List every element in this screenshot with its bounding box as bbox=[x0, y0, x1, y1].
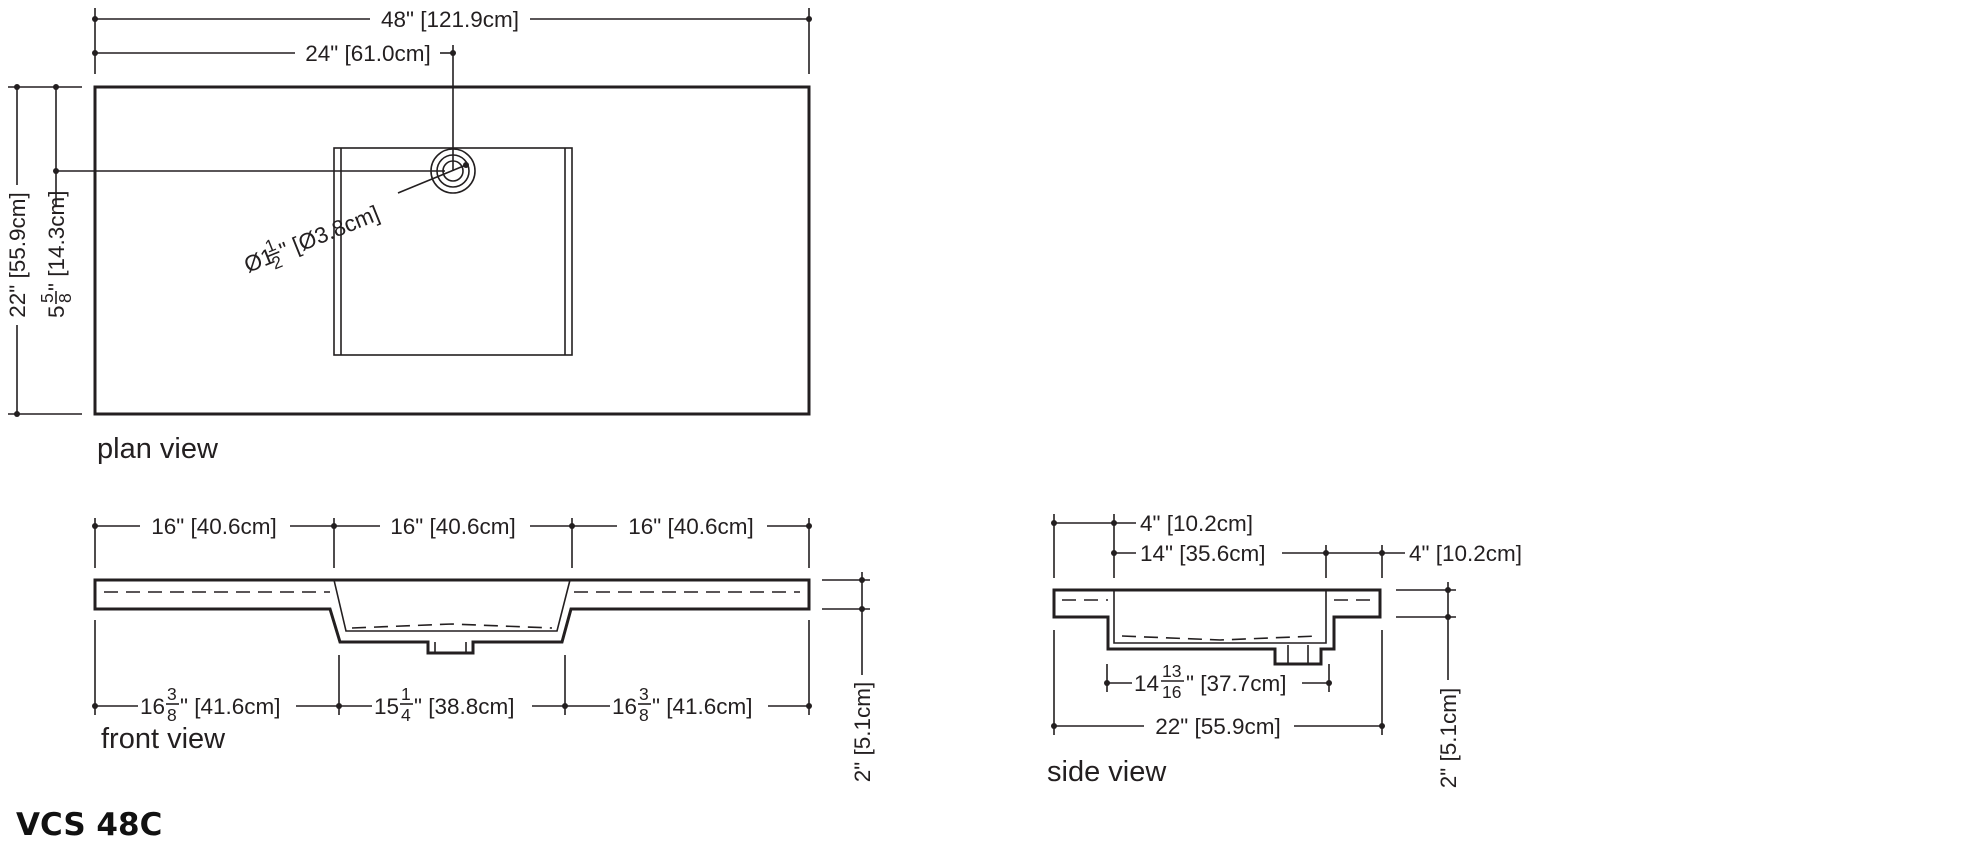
basin-outline bbox=[333, 147, 573, 356]
svg-text:" [37.7cm]: " [37.7cm] bbox=[1186, 671, 1287, 696]
svg-text:4: 4 bbox=[401, 705, 411, 725]
depth-dim: 22" [55.9cm] bbox=[5, 192, 30, 318]
side-view: 4" [10.2cm] 14" [35.6cm] 4" [10.2cm] 14 … bbox=[1047, 511, 1522, 788]
svg-text:8: 8 bbox=[55, 293, 75, 303]
model-title: VCS 48C bbox=[16, 807, 162, 843]
svg-text:3: 3 bbox=[639, 684, 649, 704]
side-overall-depth-dim: 22" [55.9cm] bbox=[1155, 714, 1281, 739]
side-front-offset-dim: 4" [10.2cm] bbox=[1409, 541, 1522, 566]
front-top-right-dim: 16" [40.6cm] bbox=[628, 514, 754, 539]
side-bowl-bottom-dim: 14 13 16 " [37.7cm] bbox=[1134, 661, 1287, 702]
svg-text:16: 16 bbox=[140, 694, 165, 719]
svg-text:3: 3 bbox=[167, 684, 177, 704]
front-top-left-dim: 16" [40.6cm] bbox=[151, 514, 277, 539]
svg-text:13: 13 bbox=[1162, 661, 1181, 681]
drain-from-back-dim: 5 5 8 " [14.3cm] bbox=[37, 190, 75, 318]
side-bowl-width-dim: 14" [35.6cm] bbox=[1140, 541, 1266, 566]
front-bottom-left-dim: 16 3 8 " [41.6cm] bbox=[140, 684, 281, 725]
svg-text:16: 16 bbox=[1162, 682, 1181, 702]
drain-diameter-dim: Ø1 1 2 " [Ø3.8cm] bbox=[241, 201, 383, 278]
svg-text:16: 16 bbox=[612, 694, 637, 719]
front-bottom-right-dim: 16 3 8 " [41.6cm] bbox=[612, 684, 753, 725]
svg-text:8: 8 bbox=[167, 705, 177, 725]
svg-text:" [14.3cm]: " [14.3cm] bbox=[44, 190, 69, 291]
front-view: 16" [40.6cm] 16" [40.6cm] 16" [40.6cm] 1… bbox=[92, 511, 875, 782]
side-back-offset-dim: 4" [10.2cm] bbox=[1140, 511, 1253, 536]
svg-text:" [41.6cm]: " [41.6cm] bbox=[652, 694, 753, 719]
front-profile bbox=[93, 578, 811, 655]
plan-view-label: plan view bbox=[97, 433, 219, 465]
overall-width-dim: 48" [121.9cm] bbox=[381, 7, 519, 32]
svg-text:14: 14 bbox=[1134, 671, 1159, 696]
drain-offset-dim: 24" [61.0cm] bbox=[305, 41, 431, 66]
svg-text:1: 1 bbox=[401, 684, 411, 704]
svg-text:" [38.8cm]: " [38.8cm] bbox=[414, 694, 515, 719]
front-top-center-dim: 16" [40.6cm] bbox=[390, 514, 516, 539]
svg-text:" [Ø3.8cm]: " [Ø3.8cm] bbox=[276, 201, 383, 264]
front-bottom-center-dim: 15 1 4 " [38.8cm] bbox=[374, 684, 515, 725]
front-view-label: front view bbox=[101, 723, 226, 755]
svg-text:5: 5 bbox=[37, 293, 57, 303]
side-thickness-dim: 2" [5.1cm] bbox=[1436, 688, 1461, 789]
side-profile bbox=[1052, 588, 1382, 666]
plan-view: 48" [121.9cm] 24" [61.0cm] 22" [55.9cm] … bbox=[5, 7, 812, 465]
svg-text:" [41.6cm]: " [41.6cm] bbox=[180, 694, 281, 719]
svg-text:8: 8 bbox=[639, 705, 649, 725]
svg-text:5: 5 bbox=[44, 305, 69, 318]
front-thickness-dim: 2" [5.1cm] bbox=[850, 682, 875, 783]
side-view-label: side view bbox=[1047, 756, 1167, 788]
svg-text:15: 15 bbox=[374, 694, 399, 719]
countertop-outline bbox=[93, 85, 811, 416]
